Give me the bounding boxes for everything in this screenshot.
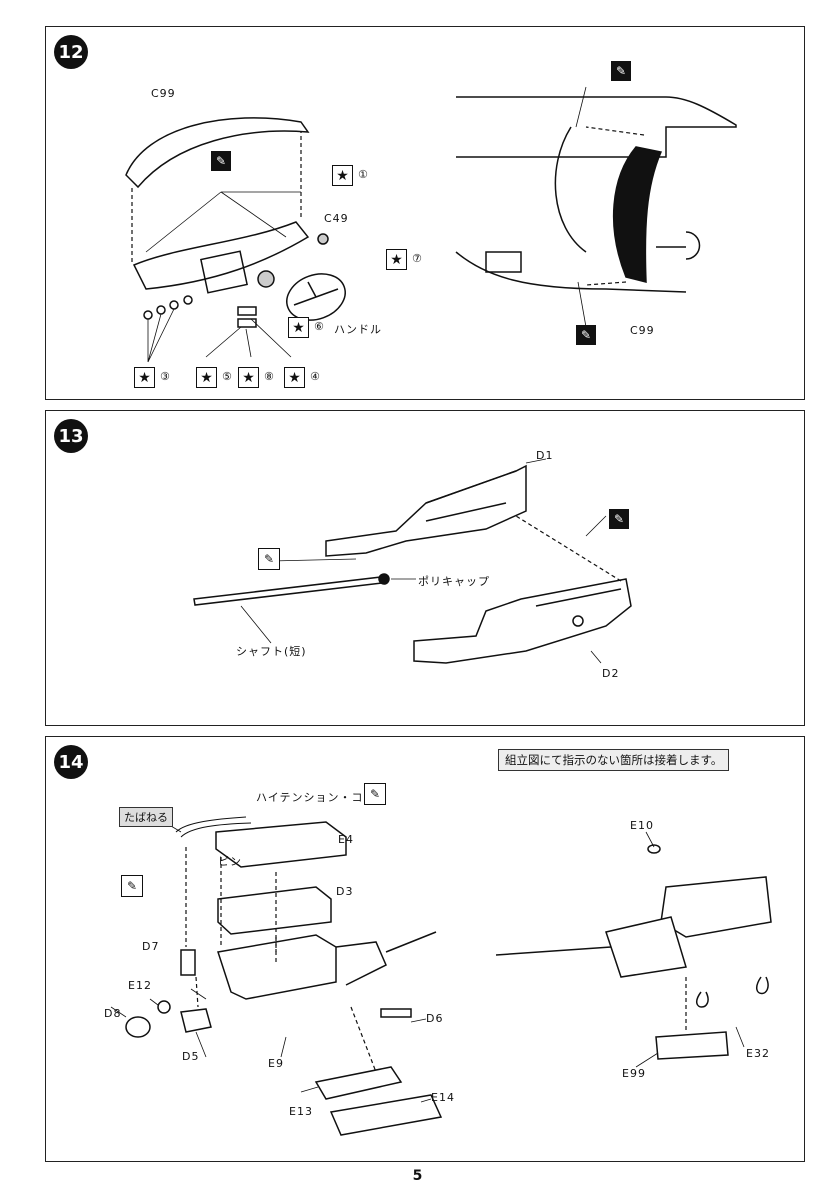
label-d7: D7 [142,940,160,953]
label-e10: E10 [630,819,654,832]
label-d8: D8 [104,1007,122,1020]
label-e14: E14 [431,1091,455,1104]
cement-tube-icon: ✎ [211,151,231,171]
paint-star-icon: ★ [386,249,407,270]
no-cement-icon: ✎ [121,875,143,897]
paint-star-icon: ★ [332,165,353,186]
label-e32: E32 [746,1047,770,1060]
cement-tube-icon: ✎ [609,509,629,529]
step-13-illustration [193,458,632,664]
paint-star-icon: ★ [288,317,309,338]
step-12-illustration [125,86,737,363]
paint-star-icon: ★ [196,367,217,388]
paint-mark-label: ④ [310,370,320,383]
paint-star-icon: ★ [284,367,305,388]
paint-mark-label: ⑧ [264,370,274,383]
paint-star-icon: ★ [134,367,155,388]
label-polycap: ポリキャップ [418,575,490,588]
paint-mark-label: ③ [160,370,170,383]
step-14-illustration [110,816,772,1136]
label-d1: D1 [536,449,554,462]
paint-mark-label: ⑥ [314,320,324,333]
assembly-note: 組立図にて指示のない箇所は接着します。 [498,749,730,771]
paint-mark-label: ① [358,168,368,181]
no-cement-icon: ✎ [258,548,280,570]
label-e12: E12 [128,979,152,992]
step-14-panel: 14 組立図にて指示のない箇所は接着します。 [45,736,805,1162]
label-shaft: シャフト(短) [236,645,307,658]
label-handle: ハンドル [334,323,382,336]
label-d3: D3 [336,885,354,898]
no-cement-icon: ✎ [364,783,386,805]
step-13-panel: 13 D1 ポリキャップ シャフト(短) D2 ✎ ✎ [45,410,805,726]
label-pin: ピン [218,855,242,868]
label-e13: E13 [289,1105,313,1118]
label-e99: E99 [622,1067,646,1080]
page-number: 5 [412,1168,423,1184]
label-hitension-cord: ハイテンション・コード [256,791,388,804]
cement-tube-icon: ✎ [611,61,631,81]
label-e9: E9 [268,1057,284,1070]
step-number: 14 [54,745,88,779]
cement-tube-icon: ✎ [576,325,596,345]
step-number: 12 [54,35,88,69]
paint-mark-label: ⑤ [222,370,232,383]
paint-mark-label: ⑦ [412,252,422,265]
label-d2: D2 [602,667,620,680]
label-c99-right: C99 [630,324,655,337]
label-c99-top: C99 [151,87,176,100]
label-c49: C49 [324,212,349,225]
step-12-panel: 12 [45,26,805,400]
label-tabaneru: たばねる [119,807,173,827]
label-d5: D5 [182,1050,200,1063]
label-d6: D6 [426,1012,444,1025]
label-e4: E4 [338,833,354,846]
step-number: 13 [54,419,88,453]
paint-star-icon: ★ [238,367,259,388]
